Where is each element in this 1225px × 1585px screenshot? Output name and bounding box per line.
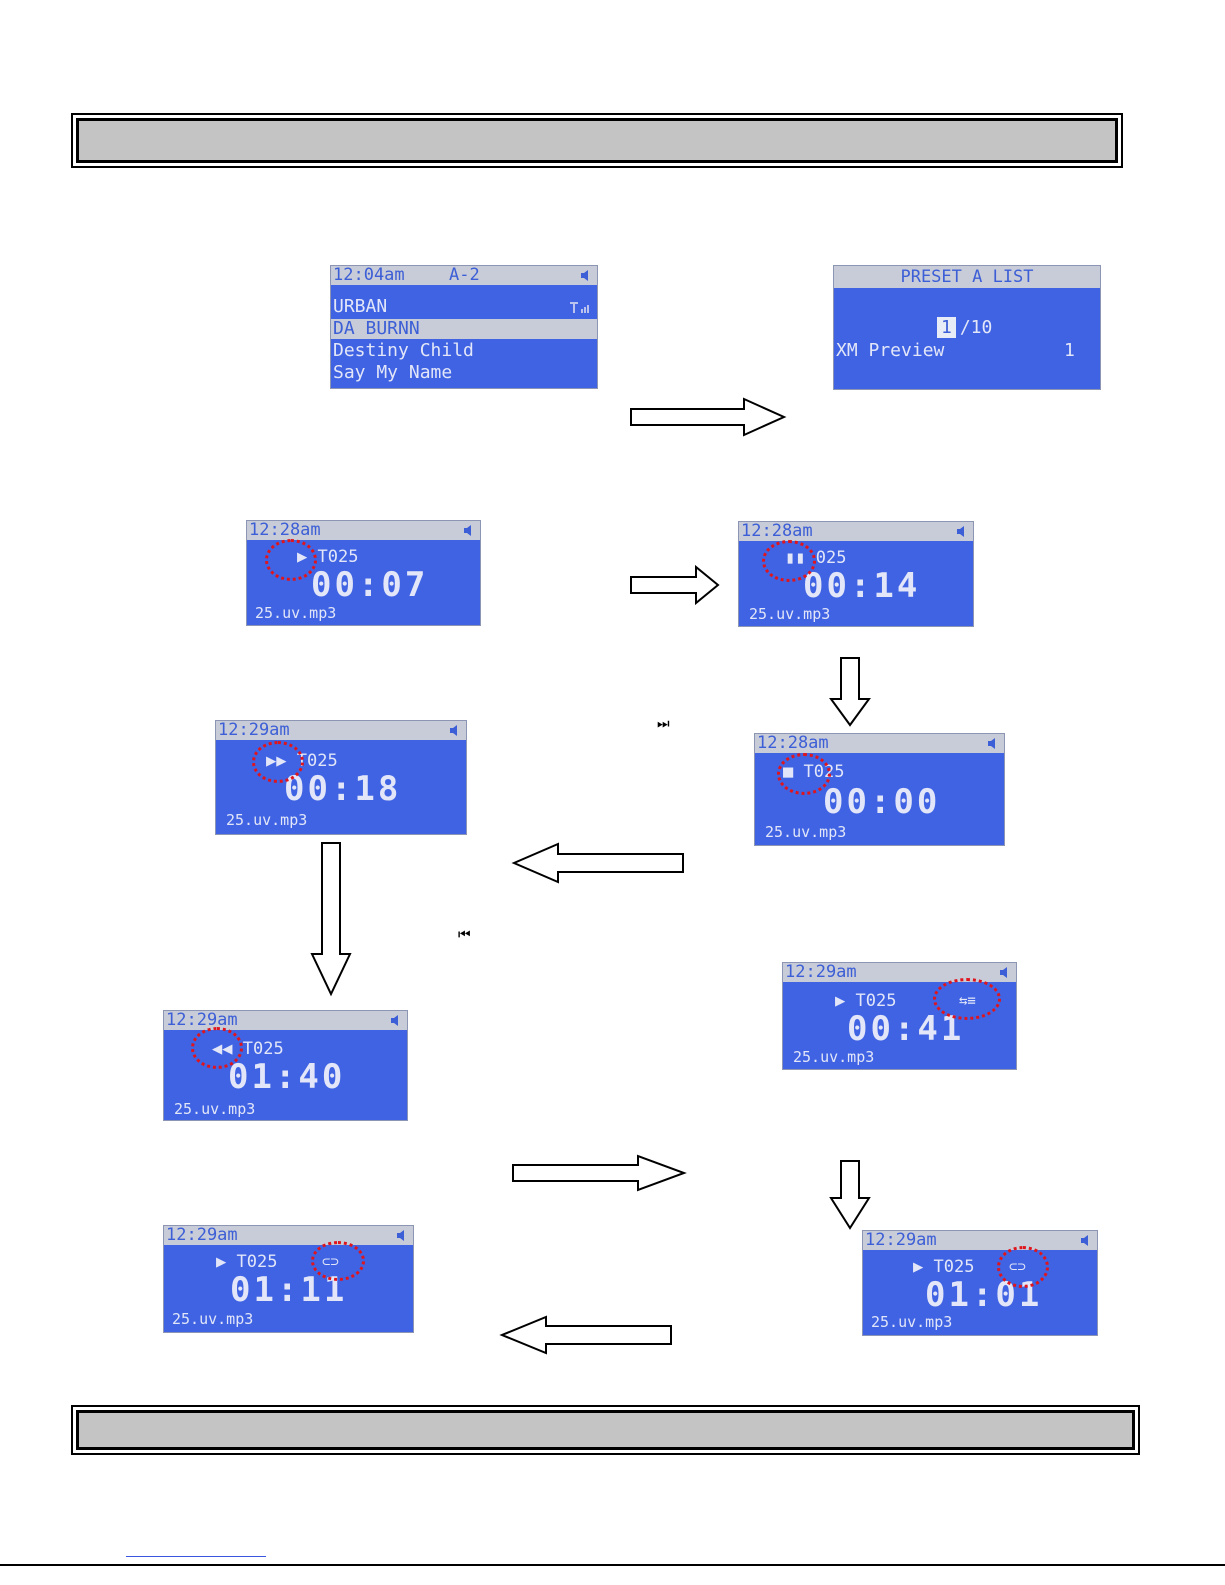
arrow-left: [511, 842, 684, 884]
file-name: 25.uv.mp3: [793, 1048, 875, 1066]
arrow-left: [499, 1315, 672, 1355]
speaker-icon: [1081, 1235, 1088, 1246]
pause-icon: ▮▮: [785, 548, 806, 568]
status-time: 12:28am: [249, 520, 321, 540]
elapsed-time: 01:01: [925, 1275, 1043, 1315]
next-track-icon: ⏭: [657, 715, 670, 731]
lcd-repeat-all: 12:29am ▶ T025 ⊂⊃ 01:11 25.uv.mp3: [163, 1225, 414, 1333]
lcd-repeat-one: 12:29am ▶ T025 ⊂⊃ 01:01 25.uv.mp3: [862, 1230, 1098, 1336]
arrow-right: [630, 564, 720, 606]
file-name: 25.uv.mp3: [172, 1310, 254, 1328]
stop-icon: ■: [783, 762, 794, 782]
arrow-down: [310, 842, 352, 997]
footer-bar: [76, 1410, 1135, 1450]
speaker-icon: [957, 526, 964, 537]
footer-rule: [0, 1564, 1225, 1566]
status-time: 12:28am: [741, 521, 813, 541]
speaker-icon: [1000, 967, 1007, 978]
channel-category: URBAN: [333, 296, 388, 317]
elapsed-time: 01:40: [228, 1057, 346, 1097]
file-name: 25.uv.mp3: [255, 604, 337, 622]
arrow-down: [829, 657, 871, 727]
header-bar: [76, 118, 1118, 163]
lcd-preset-list: PRESET A LIST 1/10 XM Preview 1: [833, 265, 1101, 390]
track-number: T025: [803, 762, 845, 782]
lcd-stop: 12:28am ■ T025 00:00 25.uv.mp3: [754, 733, 1005, 846]
preset-number: 1: [937, 317, 956, 338]
arrow-right: [630, 397, 787, 437]
file-name: 25.uv.mp3: [765, 823, 847, 841]
elapsed-time: 00:41: [847, 1009, 965, 1049]
track-number: T025: [317, 547, 359, 567]
status-time: 12:29am: [785, 962, 857, 982]
elapsed-time: 00:18: [284, 769, 402, 809]
speaker-icon: [450, 725, 457, 736]
lcd-rewind: 12:29am ◀◀ T025 01:40 25.uv.mp3: [163, 1010, 408, 1121]
track-number: T025: [933, 1257, 975, 1277]
preset-index: 1: [1064, 340, 1075, 361]
lcd-shuffle: 12:29am ▶ T025 ⇆≡ 00:41 25.uv.mp3: [782, 962, 1017, 1070]
track-number: T025: [296, 751, 338, 771]
status-channel: A-2: [449, 265, 480, 285]
speaker-icon: [581, 270, 588, 281]
track-number: T025: [855, 991, 897, 1011]
rewind-icon: ◀◀: [212, 1039, 233, 1059]
repeat-one-icon: ⊂⊃: [1009, 1259, 1026, 1275]
previous-track-icon: ⏮: [458, 926, 471, 942]
elapsed-time: 00:14: [803, 566, 921, 606]
arrow-down: [829, 1160, 871, 1230]
speaker-icon: [397, 1230, 404, 1241]
play-icon: ▶: [835, 991, 846, 1011]
track-number: T025: [242, 1039, 284, 1059]
status-time: 12:29am: [865, 1230, 937, 1250]
status-time: 12:29am: [218, 720, 290, 740]
preset-total: /10: [959, 317, 993, 338]
status-time: 12:04am: [333, 265, 405, 285]
elapsed-time: 01:11: [230, 1270, 348, 1310]
arrow-right: [512, 1154, 687, 1192]
file-name: 25.uv.mp3: [749, 605, 831, 623]
shuffle-icon: ⇆≡: [959, 993, 976, 1009]
speaker-icon: [464, 525, 471, 536]
lcd-channel-list: 12:04am A-2 URBAN DA BURNN Destiny Child…: [330, 265, 598, 389]
play-icon: ▶: [297, 547, 308, 567]
lcd-fast-forward: 12:29am ▶▶ T025 00:18 25.uv.mp3: [215, 720, 467, 835]
status-time: 12:29am: [166, 1010, 238, 1030]
song-title: Say My Name: [333, 362, 453, 383]
file-name: 25.uv.mp3: [871, 1313, 953, 1331]
fast-forward-icon: ▶▶: [266, 751, 287, 771]
lcd-pause: 12:28am ▮▮ 025 00:14 25.uv.mp3: [738, 521, 974, 627]
repeat-all-icon: ⊂⊃: [322, 1254, 339, 1270]
footer-link-underline: [126, 1556, 266, 1557]
file-name: 25.uv.mp3: [174, 1100, 256, 1118]
artist-name: Destiny Child: [333, 340, 474, 361]
play-icon: ▶: [913, 1257, 924, 1277]
track-number: 025: [815, 548, 847, 568]
channel-name-selected: DA BURNN: [331, 319, 597, 339]
elapsed-time: 00:07: [311, 565, 429, 605]
preset-name: XM Preview: [836, 340, 945, 361]
status-time: 12:29am: [166, 1225, 238, 1245]
track-number: T025: [236, 1252, 278, 1272]
lcd-play: 12:28am ▶ T025 00:07 25.uv.mp3: [246, 520, 481, 626]
signal-icon: [570, 302, 589, 313]
speaker-icon: [391, 1015, 398, 1026]
file-name: 25.uv.mp3: [226, 811, 308, 829]
elapsed-time: 00:00: [823, 782, 941, 822]
status-time: 12:28am: [757, 733, 829, 753]
play-icon: ▶: [216, 1252, 227, 1272]
speaker-icon: [988, 738, 995, 749]
preset-title: PRESET A LIST: [900, 267, 1034, 287]
